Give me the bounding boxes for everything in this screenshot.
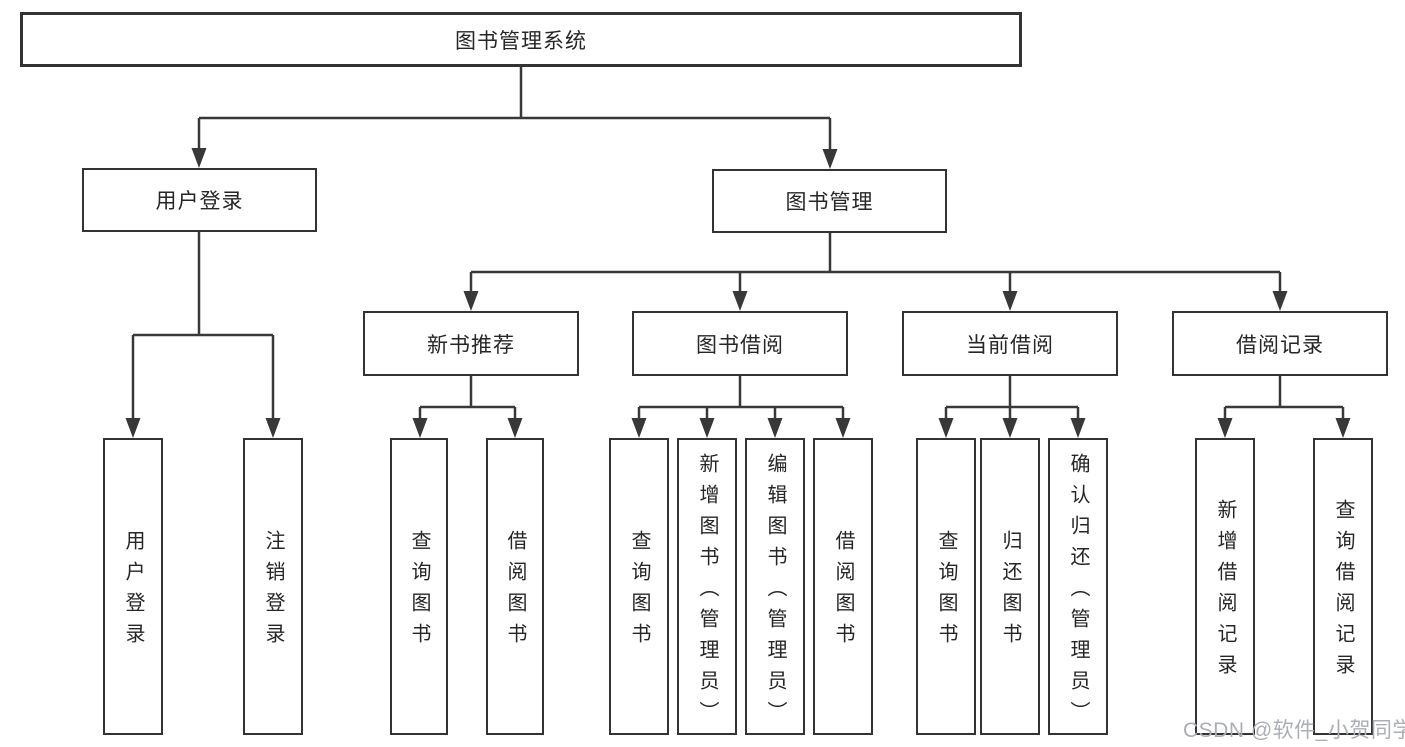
leaf-borrow-books: 借阅图书: [813, 438, 873, 735]
leaf-logout: 注销登录: [243, 438, 303, 735]
leaf-label: 用户登录: [122, 530, 144, 654]
leaf-label: 确认归还（管理员）: [1067, 452, 1089, 732]
node-label: 当前借阅: [966, 333, 1054, 357]
node-new-book-recommend: 新书推荐: [363, 311, 579, 376]
node-book-borrowing: 图书借阅: [632, 311, 848, 376]
arrowheads: [125, 148, 1351, 438]
leaf-label: 查询图书: [408, 530, 430, 654]
leaf-label: 注销登录: [262, 530, 284, 654]
node-label: 新书推荐: [427, 333, 515, 357]
node-root: 图书管理系统: [20, 12, 1022, 67]
leaf-label: 借阅图书: [832, 530, 854, 654]
node-label: 借阅记录: [1236, 333, 1324, 357]
leaf-label: 查询借阅记录: [1332, 499, 1354, 685]
watermark: CSDN @软件_小贺同学: [1183, 719, 1405, 742]
leaf-return-books: 归还图书: [980, 438, 1040, 735]
node-borrowing-records: 借阅记录: [1172, 311, 1388, 376]
leaf-user-login: 用户登录: [103, 438, 163, 735]
leaf-label: 新增图书（管理员）: [696, 452, 718, 732]
leaf-add-book-admin: 新增图书（管理员）: [677, 438, 737, 735]
node-label: 图书借阅: [696, 333, 784, 357]
leaf-confirm-return-admin: 确认归还（管理员）: [1048, 438, 1108, 735]
leaf-label: 查询图书: [935, 530, 957, 654]
leaf-query-books-current: 查询图书: [916, 438, 976, 735]
node-label: 用户登录: [155, 190, 244, 213]
leaf-label: 编辑图书（管理员）: [764, 452, 786, 732]
connector-segments: [131, 67, 1345, 420]
leaf-query-books-borrow: 查询图书: [609, 438, 669, 735]
leaf-add-borrow-record: 新增借阅记录: [1195, 438, 1255, 735]
leaf-label: 新增借阅记录: [1214, 499, 1236, 685]
leaf-label: 借阅图书: [504, 530, 526, 654]
leaf-edit-book-admin: 编辑图书（管理员）: [745, 438, 805, 735]
node-label: 图书管理系统: [455, 29, 587, 53]
leaf-query-borrow-record: 查询借阅记录: [1313, 438, 1373, 735]
node-user-login: 用户登录: [82, 168, 317, 232]
node-book-management: 图书管理: [712, 169, 947, 233]
leaf-query-books-recommend: 查询图书: [390, 438, 448, 735]
leaf-label: 查询图书: [628, 530, 650, 654]
node-label: 图书管理: [785, 191, 874, 214]
leaf-label: 归还图书: [999, 530, 1021, 654]
leaf-borrow-books-recommend: 借阅图书: [486, 438, 544, 735]
node-current-borrowing: 当前借阅: [902, 311, 1118, 376]
